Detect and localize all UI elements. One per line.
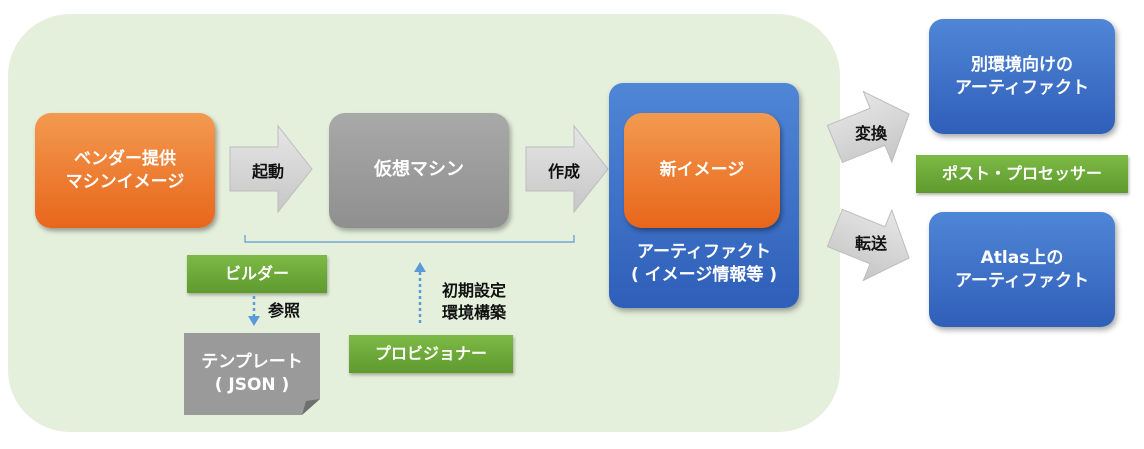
other-env-artifact-line2: アーティファクト bbox=[955, 77, 1089, 98]
virtual-machine-label: 仮想マシン bbox=[374, 159, 464, 181]
atlas-artifact-line2: アーティファクト bbox=[955, 270, 1089, 291]
template-label-line2: ( JSON ) bbox=[214, 375, 290, 395]
virtual-machine-box: 仮想マシン bbox=[329, 113, 509, 228]
reference-arrow bbox=[248, 296, 260, 326]
launch-label: 起動 bbox=[251, 162, 284, 181]
atlas-artifact-box: Atlas上の アーティファクト bbox=[929, 212, 1115, 327]
reference-label: 参照 bbox=[268, 301, 301, 320]
other-env-artifact-box: 別環境向けの アーティファクト bbox=[929, 19, 1115, 134]
atlas-artifact-line1: Atlas上の bbox=[980, 247, 1064, 268]
other-env-artifact-line1: 別環境向けの bbox=[971, 54, 1073, 75]
provisioner-arrow bbox=[414, 262, 426, 326]
provisioner-note-line2: 環境構築 bbox=[442, 303, 507, 323]
artifact-label-line2: ( イメージ情報等 ) bbox=[630, 265, 778, 285]
new-image-box: 新イメージ bbox=[624, 113, 780, 228]
builder-scope-bracket bbox=[244, 235, 575, 243]
provisioner-note-line1: 初期設定 bbox=[442, 281, 507, 300]
transfer-label: 転送 bbox=[854, 234, 887, 253]
builder-box: ビルダー bbox=[187, 255, 327, 293]
convert-label: 変換 bbox=[854, 124, 887, 143]
post-processor-label: ポスト・プロセッサー bbox=[941, 164, 1102, 184]
convert-arrow bbox=[826, 90, 910, 164]
template-label-line1: テンプレート bbox=[201, 352, 303, 373]
create-arrow bbox=[525, 124, 609, 214]
create-label: 作成 bbox=[547, 162, 580, 181]
template-document-shape bbox=[184, 333, 320, 415]
provisioner-label: プロビジョナー bbox=[374, 344, 487, 364]
vendor-machine-image-box: ベンダー提供 マシンイメージ bbox=[35, 113, 215, 228]
provisioner-box: プロビジョナー bbox=[349, 335, 513, 373]
artifact-label: アーティファクト ( イメージ情報等 ) bbox=[609, 238, 799, 290]
builder-label: ビルダー bbox=[224, 264, 289, 284]
transfer-arrow bbox=[826, 208, 910, 282]
vendor-image-line1: ベンダー提供 bbox=[73, 148, 176, 169]
post-processor-box: ポスト・プロセッサー bbox=[916, 155, 1128, 193]
template-label: テンプレート ( JSON ) bbox=[184, 335, 320, 413]
provisioner-note: 初期設定 環境構築 bbox=[442, 280, 532, 328]
new-image-label: 新イメージ bbox=[659, 160, 745, 181]
vendor-image-line2: マシンイメージ bbox=[65, 171, 185, 192]
artifact-label-line1: アーティファクト bbox=[637, 242, 771, 263]
launch-arrow bbox=[229, 124, 313, 214]
